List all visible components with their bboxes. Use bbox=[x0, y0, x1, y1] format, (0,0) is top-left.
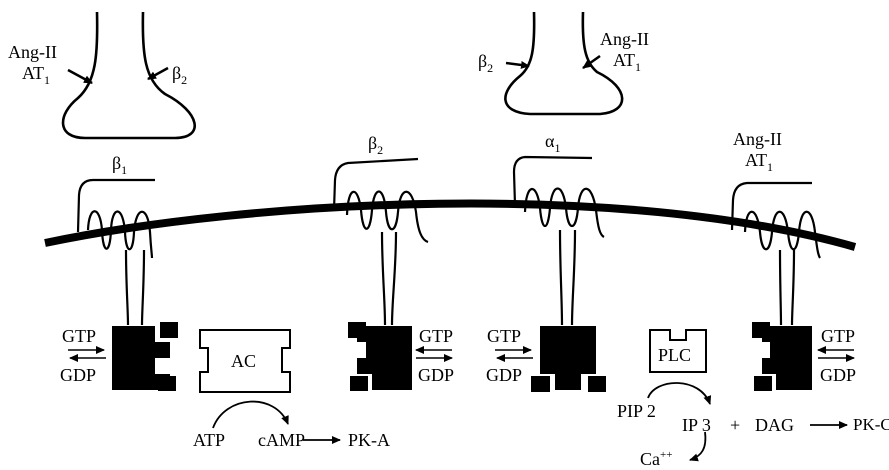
gtp-gdp-arrows-2 bbox=[415, 346, 453, 362]
arrow-beta2-right bbox=[505, 60, 530, 69]
label-pip2: PIP 2 bbox=[617, 401, 656, 421]
g-protein-4 bbox=[752, 322, 812, 391]
phospholipase-c bbox=[649, 329, 707, 373]
label-at1-right-top: AT1 bbox=[613, 50, 641, 74]
g-protein-3 bbox=[531, 326, 606, 392]
g-protein-2 bbox=[348, 322, 412, 391]
label-angii-left-top: Ang-II bbox=[8, 42, 57, 62]
arrow-angii-left bbox=[67, 68, 93, 85]
nerve-terminal-right bbox=[504, 11, 624, 116]
label-dag: DAG bbox=[755, 415, 794, 435]
label-gdp-3: GDP bbox=[486, 365, 523, 385]
label-ca: Ca++ bbox=[640, 449, 673, 469]
arrow-angii-right bbox=[582, 54, 601, 70]
label-gdp-4: GDP bbox=[820, 365, 857, 385]
label-beta2-right-top: β2 bbox=[478, 51, 494, 75]
label-pka: PK-A bbox=[348, 430, 391, 450]
gtp-gdp-arrows-3 bbox=[495, 346, 533, 362]
receptor-alpha1 bbox=[512, 155, 605, 326]
label-pkc: PK-C bbox=[853, 415, 889, 434]
label-beta1-receptor: β1 bbox=[112, 153, 128, 177]
label-angii-receptor: Ang-II bbox=[733, 129, 782, 149]
g-protein-1 bbox=[112, 322, 178, 391]
label-angii-right-top: Ang-II bbox=[600, 29, 649, 49]
label-beta2-receptor: β2 bbox=[368, 133, 384, 157]
gtp-gdp-arrows-4 bbox=[817, 346, 855, 362]
label-plc: PLC bbox=[658, 345, 692, 365]
label-gtp-1: GTP bbox=[62, 326, 97, 346]
label-at1-receptor: AT1 bbox=[745, 150, 773, 174]
adenylate-cyclase bbox=[199, 329, 291, 393]
label-gdp-2: GDP bbox=[418, 365, 455, 385]
receptor-beta1 bbox=[76, 178, 155, 326]
label-ip3: IP 3 bbox=[682, 415, 711, 435]
label-ac: AC bbox=[231, 351, 257, 371]
receptor-at1 bbox=[730, 181, 821, 326]
arrow-ip3-ca bbox=[689, 431, 707, 462]
label-camp: cAMP bbox=[258, 430, 306, 450]
label-plus: + bbox=[730, 415, 741, 435]
label-gtp-2: GTP bbox=[419, 326, 454, 346]
label-gtp-4: GTP bbox=[821, 326, 856, 346]
label-gdp-1: GDP bbox=[60, 365, 97, 385]
label-gtp-3: GTP bbox=[487, 326, 522, 346]
gtp-gdp-arrows-1 bbox=[68, 346, 106, 362]
label-beta2-left-top: β2 bbox=[172, 63, 188, 87]
arrow-atp-camp bbox=[212, 400, 289, 429]
arrow-beta2-left bbox=[147, 66, 169, 81]
label-at1-left-top: AT1 bbox=[22, 63, 50, 87]
label-atp: ATP bbox=[193, 430, 226, 450]
receptor-beta2 bbox=[332, 157, 429, 326]
arrow-pip2-ip3 bbox=[647, 382, 712, 405]
label-alpha1-receptor: α1 bbox=[545, 131, 561, 155]
